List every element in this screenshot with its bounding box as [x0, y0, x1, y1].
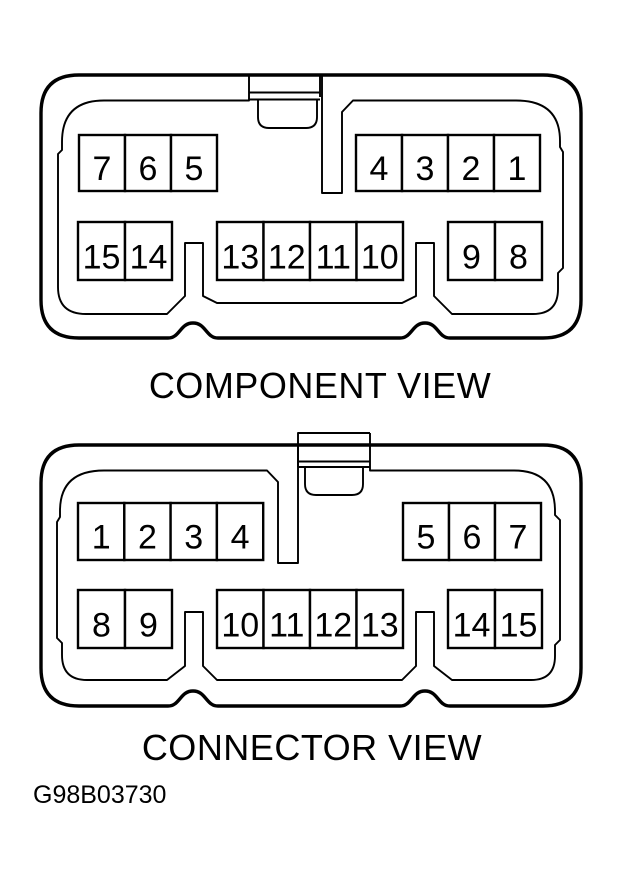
pin-number: 8 [509, 238, 528, 276]
pin-box [123, 220, 174, 282]
pin-box [355, 588, 405, 650]
pin-box [446, 220, 497, 282]
connector-view-label: CONNECTOR VIEW [142, 727, 482, 768]
pin-number: 5 [185, 150, 204, 188]
pin-number: 15 [500, 606, 538, 644]
figure-code: G98B03730 [33, 781, 166, 809]
component-latch [257, 99, 318, 129]
pin-box [493, 588, 544, 650]
pin-number: 14 [453, 606, 491, 644]
component-lock-tab [249, 75, 321, 101]
connector-outer-outline [39, 443, 583, 708]
pin-number: 8 [92, 606, 111, 644]
component-view-label: COMPONENT VIEW [149, 365, 491, 406]
pin-number: 2 [462, 150, 481, 188]
pin-number: 5 [417, 519, 436, 557]
pin-box [493, 501, 543, 562]
connector-inner-outline [56, 433, 561, 681]
pin-box [401, 501, 451, 562]
pin-box [262, 220, 312, 282]
pin-box [215, 501, 265, 562]
pin-box [493, 220, 544, 282]
pin-number: 15 [83, 238, 121, 276]
pin-number: 13 [361, 606, 399, 644]
pin-number: 3 [416, 150, 435, 188]
pin-number: 4 [231, 519, 250, 557]
pin-number: 1 [92, 519, 111, 557]
pin-number: 2 [138, 519, 157, 557]
pin-number: 6 [139, 150, 158, 188]
pin-box [123, 501, 172, 562]
connector-latch [304, 467, 364, 496]
pin-number: 9 [462, 238, 481, 276]
connector-lock-tab [297, 432, 370, 468]
pin-number: 6 [463, 519, 482, 557]
pin-number: 9 [139, 606, 158, 644]
pin-box [355, 220, 405, 282]
pin-box [308, 588, 358, 650]
pin-number: 1 [508, 150, 527, 188]
component-inner-outline [57, 75, 564, 315]
pin-number: 10 [361, 238, 399, 276]
pin-number: 11 [269, 606, 304, 644]
component-outer-outline [39, 73, 583, 340]
pin-number: 12 [314, 606, 352, 644]
pin-box [169, 133, 219, 193]
pin-box [492, 133, 542, 193]
pin-number: 13 [221, 238, 259, 276]
pin-number: 3 [184, 519, 203, 557]
pin-number: 14 [130, 238, 168, 276]
pin-box [76, 501, 126, 562]
pin-number: 10 [221, 606, 259, 644]
pin-number: 12 [268, 238, 306, 276]
pin-box [262, 588, 312, 650]
pin-number: 7 [509, 519, 528, 557]
pin-number: 7 [93, 150, 112, 188]
pin-box [123, 588, 174, 650]
pin-box [123, 133, 173, 193]
pin-number: 11 [316, 238, 351, 276]
pin-number: 4 [370, 150, 389, 188]
pin-box [76, 588, 127, 650]
